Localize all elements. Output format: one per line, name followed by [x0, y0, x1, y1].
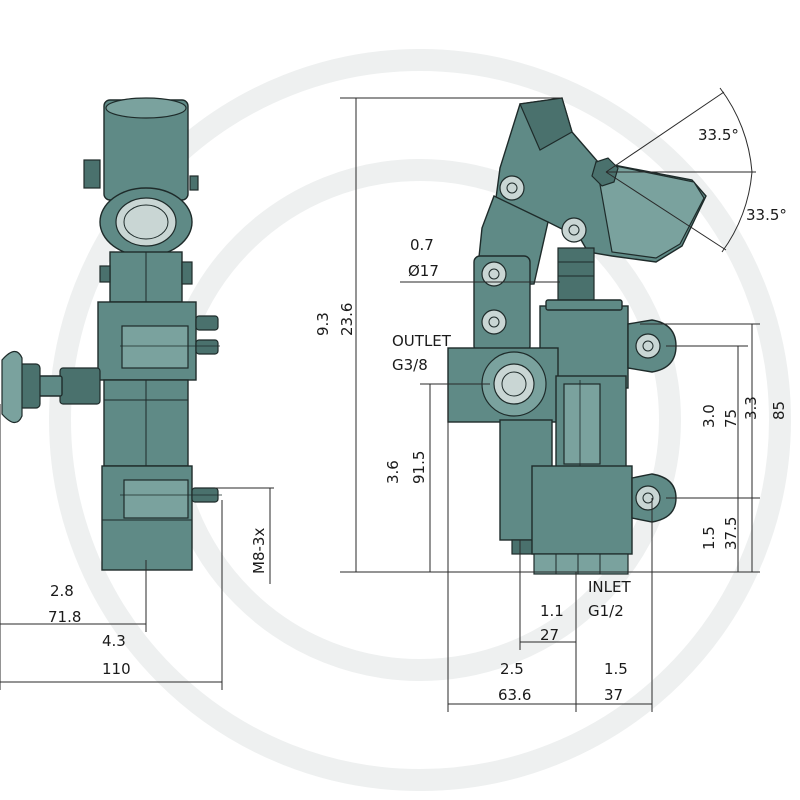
- total-height-mm-label: 23.6: [338, 303, 356, 336]
- side-offset-mm-label: 71.8: [48, 608, 81, 626]
- inlet-label: INLET: [588, 578, 631, 596]
- right-offset-in-label: 1.5: [604, 660, 628, 678]
- shaft-diameter-in-label: 0.7: [410, 236, 434, 254]
- mount-spacing-mm-label: 75: [722, 409, 740, 428]
- shaft-diameter-mm-label: Ø17: [408, 262, 439, 280]
- inlet-offset-in-label: 1.1: [540, 602, 564, 620]
- side-width-in-label: 4.3: [102, 632, 126, 650]
- labels: 33.5° 33.5° 0.7 Ø17 9.3 23.6 OUTLET G3/8…: [48, 126, 788, 704]
- mount-height-in-label: 3.3: [742, 396, 760, 420]
- mount-spacing-in-label: 3.0: [700, 404, 718, 428]
- side-offset-in-label: 2.8: [50, 582, 74, 600]
- inlet-offset-mm-label: 27: [540, 626, 559, 644]
- angle-bottom-label: 33.5°: [746, 206, 787, 224]
- left-offset-mm-label: 63.6: [498, 686, 531, 704]
- dimension-lines: [0, 87, 760, 712]
- side-view: [1, 97, 222, 571]
- lower-mount-in-label: 1.5: [700, 526, 718, 550]
- left-offset-in-label: 2.5: [500, 660, 524, 678]
- outlet-label: OUTLET: [392, 332, 452, 350]
- lower-mount-mm-label: 37.5: [722, 517, 740, 550]
- outlet-height-mm-label: 91.5: [410, 451, 428, 484]
- outlet-height-in-label: 3.6: [384, 460, 402, 484]
- right-offset-mm-label: 37: [604, 686, 623, 704]
- bolt-thread-label: M8-3x: [250, 528, 268, 574]
- angle-top-label: 33.5°: [698, 126, 739, 144]
- front-view: [447, 97, 707, 575]
- mount-height-mm-label: 85: [770, 401, 788, 420]
- side-width-mm-label: 110: [102, 660, 131, 678]
- outlet-thread-label: G3/8: [392, 356, 428, 374]
- total-height-in-label: 9.3: [314, 312, 332, 336]
- inlet-thread-label: G1/2: [588, 602, 624, 620]
